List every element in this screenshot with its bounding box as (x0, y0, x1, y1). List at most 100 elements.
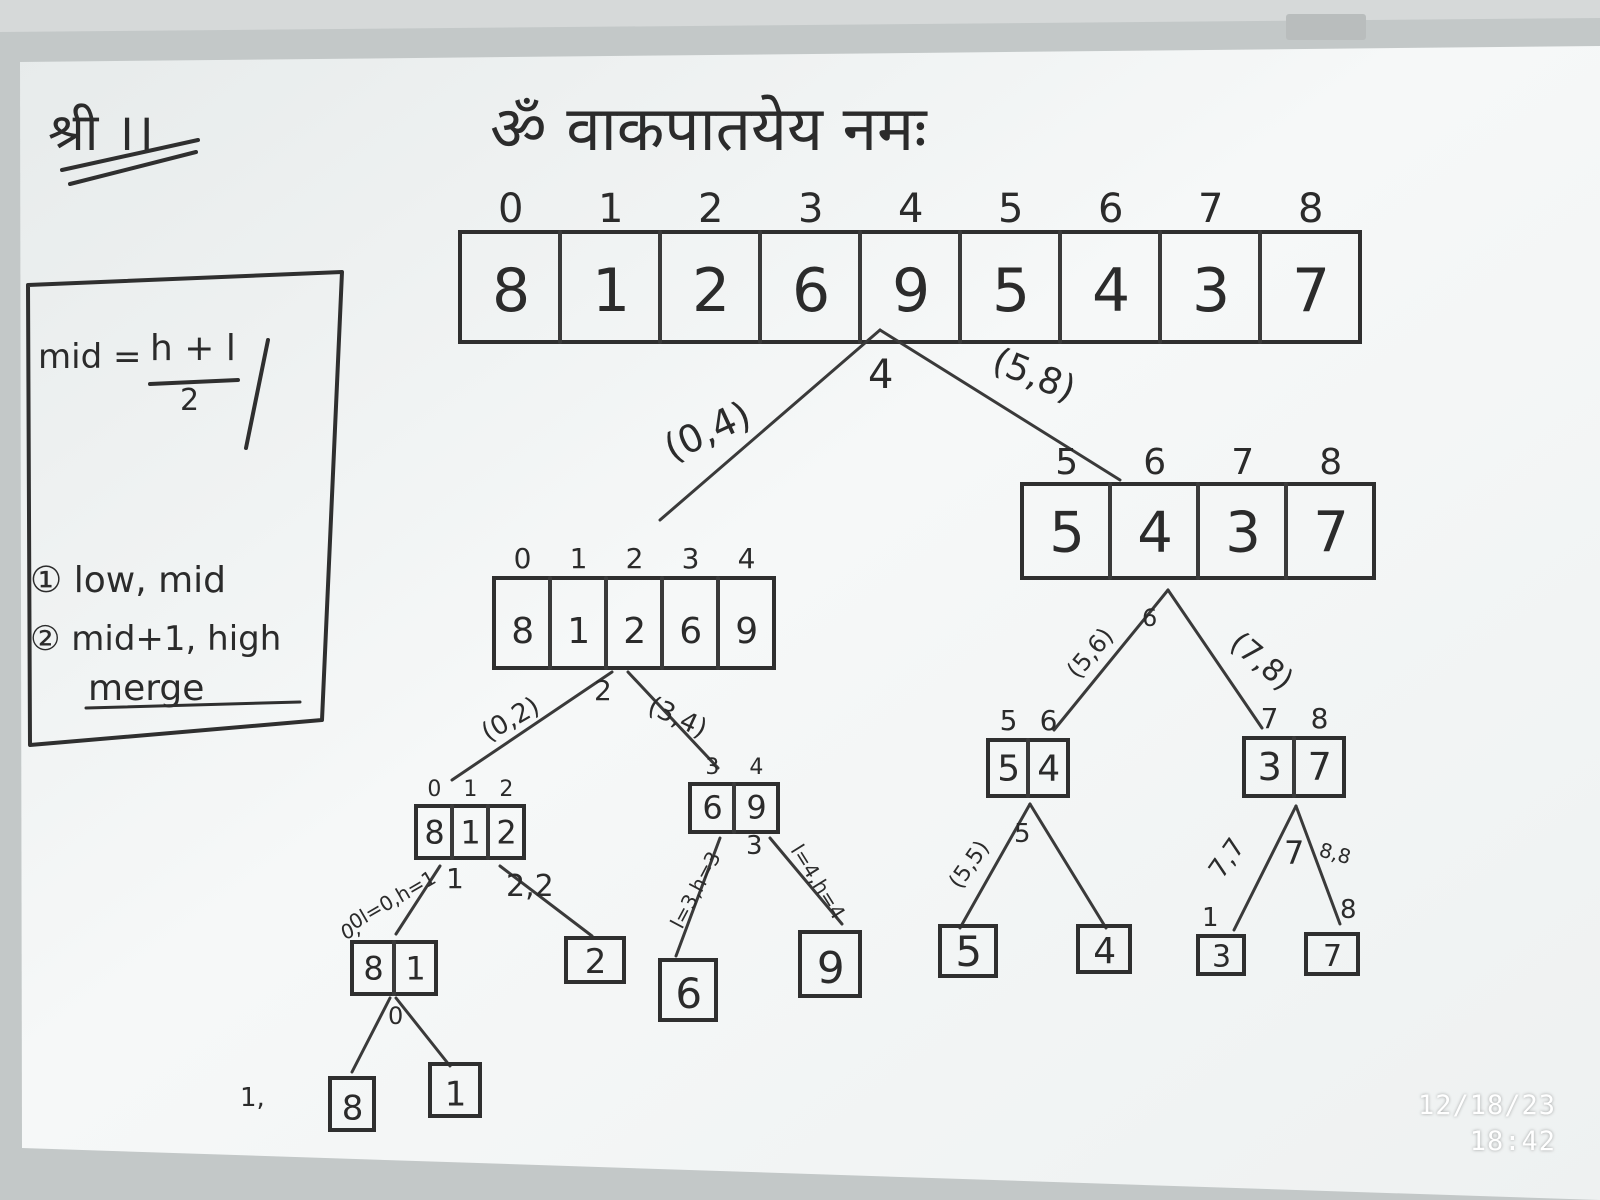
root-cell-value: 1 (592, 256, 630, 326)
board-surface (20, 46, 1600, 1200)
right-cell-value: 7 (1313, 501, 1349, 566)
ll-cell-value: 2 (496, 813, 516, 851)
right-cell-index: 7 (1231, 442, 1254, 483)
lr-mid-label: 3 (746, 831, 763, 861)
step-3: merge (88, 668, 204, 709)
left-cell-value: 2 (623, 611, 646, 652)
leaf-4-leaf-box (1076, 924, 1132, 974)
leaf-6-leaf-box (658, 958, 718, 1022)
lr-cell-index: 4 (749, 755, 763, 780)
rl-right-edge (1028, 802, 1108, 930)
leaf-1-leaf-box (428, 1062, 482, 1118)
lr-right-edge (768, 836, 844, 926)
ll-array-box (414, 804, 526, 860)
lll-cell-value: 8 (363, 949, 383, 987)
leaf-8-leaf-value: 8 (342, 1089, 364, 1129)
rr-cell-index: 8 (1311, 702, 1329, 735)
timestamp-date: 12/18/23 (1417, 1090, 1556, 1121)
lll-extra-mark: 1, (240, 1083, 265, 1113)
root-cell-value: 6 (792, 256, 830, 326)
root-cell-value: 8 (492, 256, 530, 326)
formula-bar (148, 378, 240, 386)
root-cell-index: 2 (698, 186, 723, 232)
root-mid-label: 4 (868, 352, 893, 398)
left-left-edge (450, 670, 614, 782)
header-underline (60, 138, 200, 186)
lr-left-edge (674, 836, 722, 958)
root-cell-index: 3 (798, 186, 823, 232)
root-cell-index: 7 (1198, 186, 1223, 232)
right-cell-index: 8 (1319, 442, 1342, 483)
left-cell-value: 9 (735, 611, 758, 652)
rr-cell-value: 7 (1308, 745, 1332, 789)
root-left-edge (658, 328, 882, 522)
ll-right-edge (498, 864, 594, 938)
leaf-6-leaf-value: 6 (675, 969, 702, 1018)
lr-cell-value: 9 (746, 789, 766, 827)
left-mid-label: 2 (594, 674, 612, 707)
leaf-8-leaf-box (328, 1076, 376, 1132)
root-cell-value: 3 (1192, 256, 1230, 326)
root-array-box (458, 230, 1362, 344)
rr-left-edge (1232, 804, 1298, 932)
left-cell-value: 6 (679, 611, 702, 652)
right-mid-label: 6 (1142, 604, 1157, 632)
lr-cell-value: 6 (702, 789, 722, 827)
right-cell-value: 4 (1137, 501, 1173, 566)
rl-cell-index: 6 (1040, 704, 1058, 737)
ll-cell-index: 1 (463, 777, 477, 802)
rl-left-edge (958, 802, 1032, 930)
rl-mid-label: 5 (1014, 819, 1031, 849)
root-cell-value: 2 (692, 256, 730, 326)
left-cell-value: 8 (511, 611, 534, 652)
root-right-edge (878, 328, 1122, 482)
left-right-edge (626, 670, 720, 770)
leaf-5-leaf-box (938, 924, 998, 978)
formula-denominator: 2 (180, 383, 199, 418)
board-title: ॐ वाकपातयेय नमः (490, 92, 928, 165)
leaf-9-leaf-box (798, 930, 862, 998)
root-cell-value: 5 (992, 256, 1030, 326)
left-array-box (492, 576, 776, 670)
rl-cell-value: 5 (997, 748, 1020, 789)
rl-cell-index: 5 (1000, 704, 1018, 737)
root-cell-index: 5 (998, 186, 1023, 232)
timestamp-time: 18:42 (1469, 1126, 1556, 1157)
formula-left: mid = (38, 337, 141, 377)
root-cell-index: 8 (1298, 186, 1323, 232)
leaf-1-leaf-value: 1 (445, 1075, 467, 1115)
formula-slash (244, 338, 270, 450)
leaf-3-index: 1 (1202, 903, 1219, 933)
rr-cell-index: 7 (1261, 702, 1279, 735)
formula-numerator: h + l (150, 328, 236, 369)
lll-cell-value: 1 (405, 949, 425, 987)
camera-timestamp: 12/18/23 18:42 (1418, 1088, 1556, 1160)
leaf-5-leaf-value: 5 (955, 927, 982, 976)
leaf-4-leaf-value: 4 (1093, 931, 1116, 972)
lll-left-edge (350, 996, 392, 1074)
right-cell-index: 6 (1143, 442, 1166, 483)
leaf-7-leaf-box (1304, 932, 1360, 976)
leaf-2-leaf-value: 2 (585, 942, 607, 982)
left-cell-index: 1 (570, 542, 588, 575)
lll-right-edge (394, 996, 452, 1068)
ll-cell-index: 2 (499, 777, 513, 802)
ll-mid-label: 1 (446, 862, 464, 895)
left-cell-index: 4 (738, 542, 756, 575)
ll-left-edge (394, 864, 442, 936)
root-cell-value: 9 (892, 256, 930, 326)
right-cell-value: 3 (1225, 501, 1261, 566)
leaf-9-leaf-value: 9 (817, 943, 845, 994)
leaf-3-leaf-box (1196, 934, 1246, 976)
left-cell-value: 1 (567, 611, 590, 652)
root-cell-index: 6 (1098, 186, 1123, 232)
lll-mid-label: 0 (388, 1002, 403, 1030)
ll-cell-index: 0 (427, 777, 441, 802)
root-cell-value: 4 (1092, 256, 1130, 326)
rl-cell-value: 4 (1037, 748, 1060, 789)
frame-clip (1286, 14, 1366, 40)
step-2: ② mid+1, high (30, 619, 281, 659)
ll-right-range: 2,2 (506, 869, 554, 904)
merge-underline (84, 700, 302, 710)
rr-cell-value: 3 (1258, 745, 1282, 789)
